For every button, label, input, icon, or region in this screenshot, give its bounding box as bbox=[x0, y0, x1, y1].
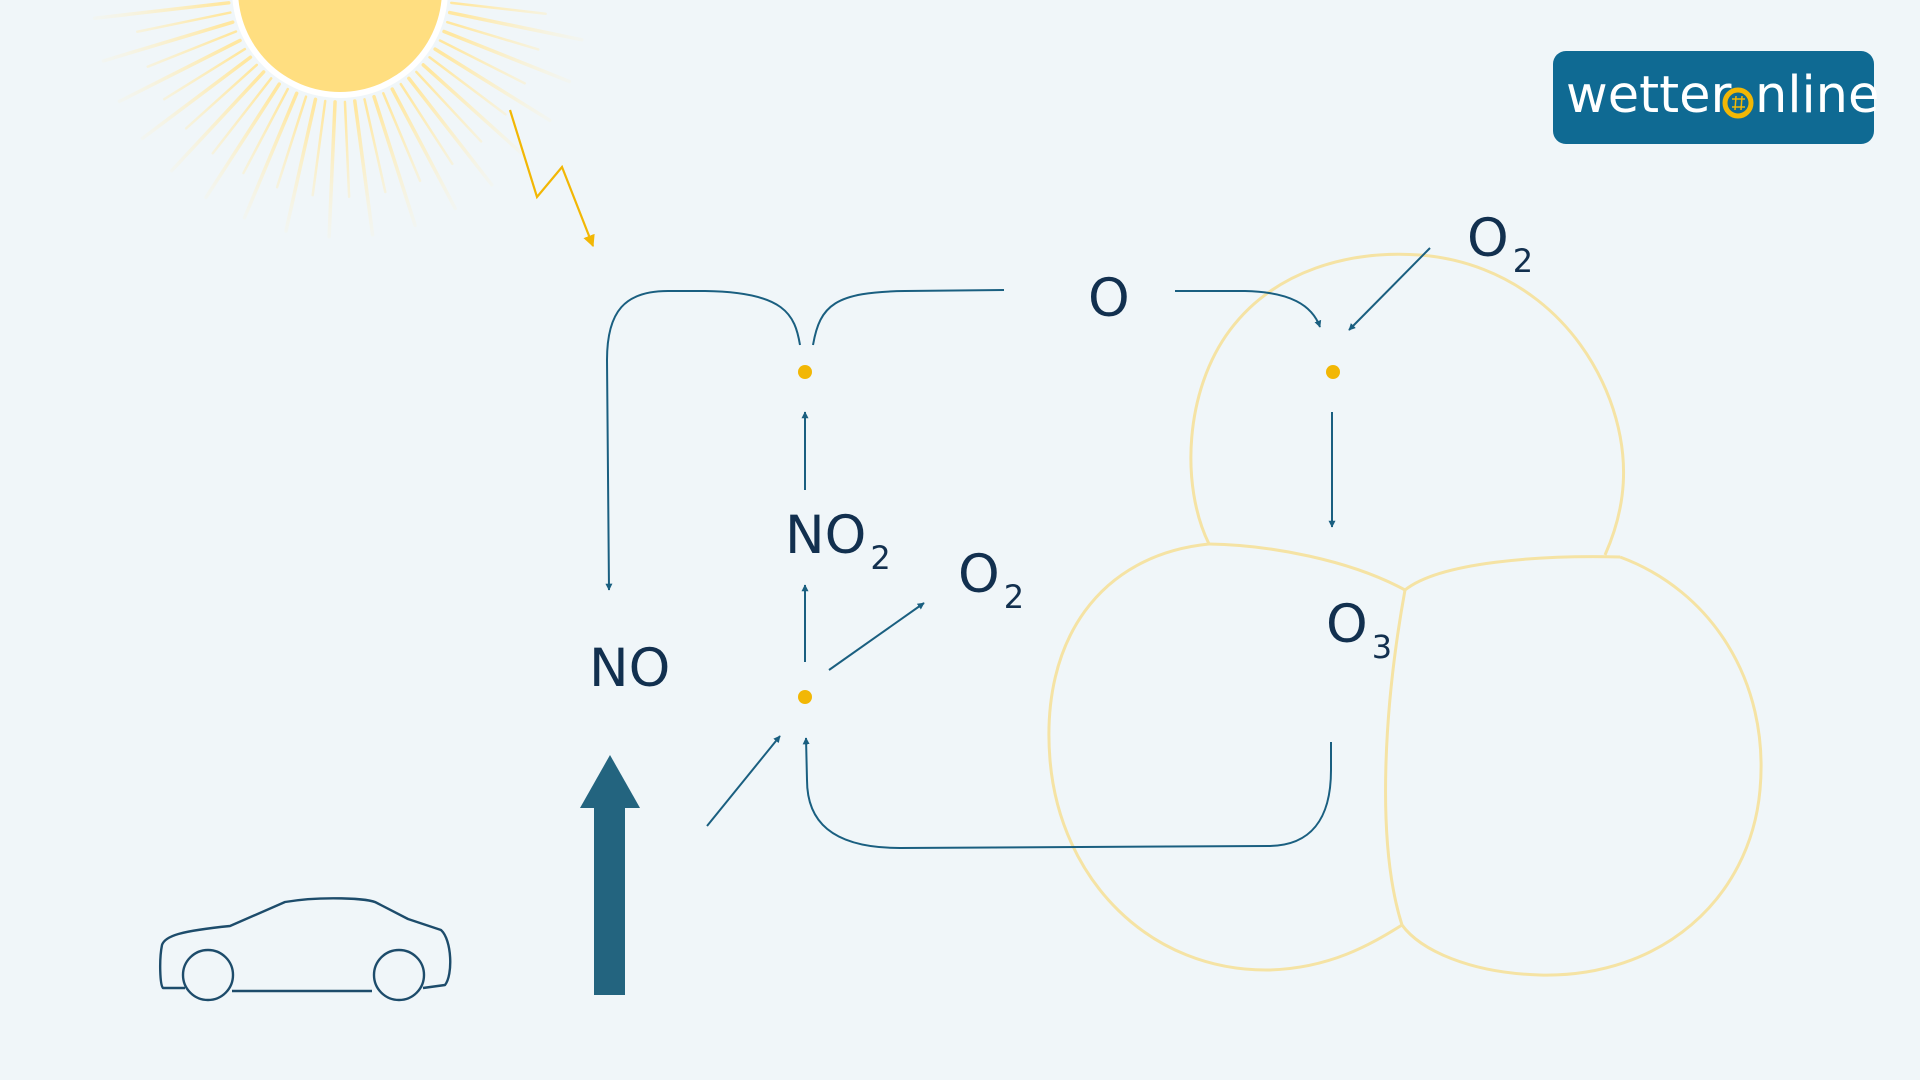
sun-ray bbox=[392, 89, 455, 208]
label-no2-base: NO bbox=[785, 505, 866, 566]
arrow-source-to-dot bbox=[707, 736, 780, 826]
reaction-dot-icon bbox=[1326, 365, 1340, 379]
logo-text-start: wetter bbox=[1566, 66, 1731, 125]
sun-ray bbox=[329, 102, 335, 237]
logo-text-end: nline bbox=[1755, 66, 1879, 125]
sun-ray bbox=[450, 13, 582, 40]
ozone-cloud-icon bbox=[1049, 254, 1761, 975]
arrow-o2-top-to-dot bbox=[1349, 248, 1430, 330]
label-o2-top-base: O bbox=[1467, 208, 1509, 269]
car-icon bbox=[160, 898, 450, 1000]
label-o3-subscript: 3 bbox=[1372, 628, 1392, 666]
arrow-o3-return bbox=[806, 738, 1331, 848]
wetteronline-logo[interactable]: wetter nline bbox=[1553, 51, 1879, 144]
sun-ray bbox=[345, 102, 349, 197]
label-o2-top-subscript: 2 bbox=[1513, 242, 1533, 280]
label-o-atom: O bbox=[1088, 268, 1130, 329]
sun-ray bbox=[451, 3, 545, 14]
label-o3-base: O bbox=[1326, 594, 1368, 655]
label-o2-mid-subscript: 2 bbox=[1004, 578, 1024, 616]
sunlight-bolt-icon bbox=[510, 110, 593, 246]
sun-ray bbox=[286, 99, 316, 231]
reaction-dot-icon bbox=[798, 690, 812, 704]
label-no: NO bbox=[589, 638, 670, 699]
arrow-o-branch bbox=[813, 290, 1004, 345]
emission-arrow-icon bbox=[580, 755, 640, 995]
sun-ray bbox=[277, 97, 306, 188]
label-o2-mid-base: O bbox=[958, 544, 1000, 605]
arrow-dot-to-o2 bbox=[829, 603, 924, 670]
sun-ray bbox=[313, 101, 326, 195]
sun-ray bbox=[374, 97, 415, 226]
label-no2-subscript: 2 bbox=[870, 539, 890, 577]
sun-ray bbox=[365, 99, 386, 192]
arrow-loop-to-no bbox=[607, 291, 800, 590]
reaction-dot-icon bbox=[798, 365, 812, 379]
